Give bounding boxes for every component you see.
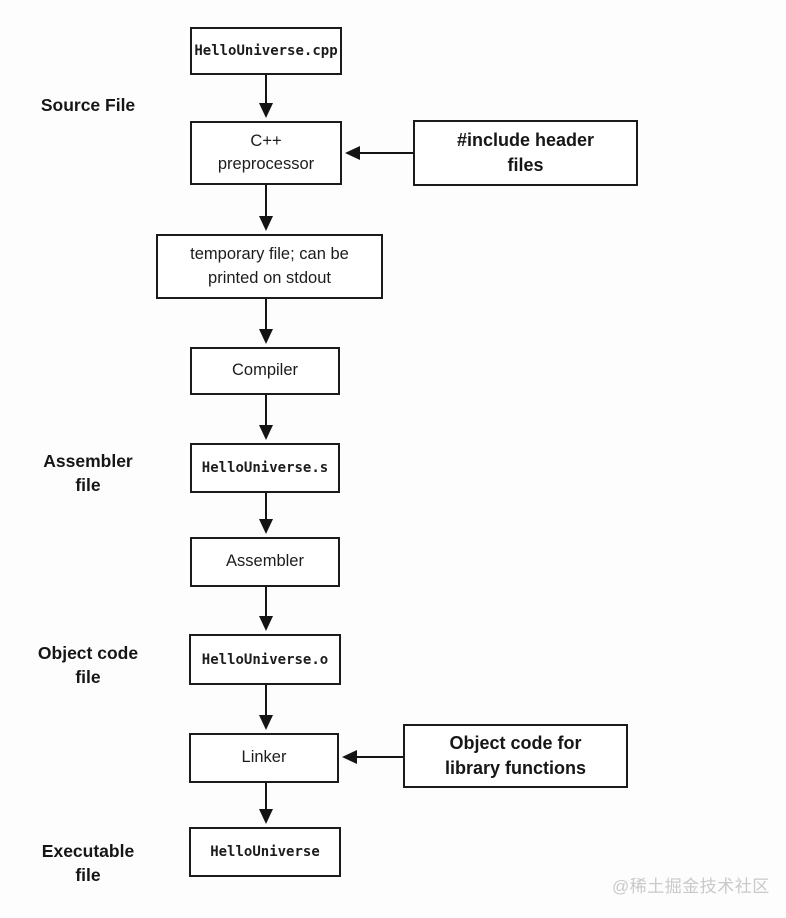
node-assembler-file-label: HelloUniverse.s [201, 460, 329, 476]
node-temp-file-line2: printed on stdout [208, 268, 331, 287]
node-temp-file-line1: temporary file; can be [190, 245, 349, 264]
label-assembler-file: Assembler file [8, 450, 168, 497]
label-object-code-line2: file [75, 666, 101, 687]
label-executable-line2: file [75, 864, 101, 885]
node-assembler-label: Assembler [226, 552, 304, 571]
node-object-file: HelloUniverse.o [189, 634, 341, 685]
node-source-file: HelloUniverse.cpp [190, 27, 342, 75]
node-object-library-line1: Object code for [449, 732, 582, 753]
label-object-code-file: Object code file [8, 642, 168, 689]
node-preprocessor-line1: C++ [250, 131, 282, 150]
node-linker-label: Linker [241, 748, 287, 767]
node-include-header: #include header files [413, 120, 638, 186]
label-assembler-file-line1: Assembler [43, 451, 133, 471]
node-linker: Linker [189, 733, 339, 783]
node-compiler-label: Compiler [231, 361, 299, 380]
node-compiler: Compiler [190, 347, 340, 395]
node-assembler: Assembler [190, 537, 340, 587]
label-source-file: Source File [8, 94, 168, 118]
node-executable-label: HelloUniverse [210, 844, 320, 860]
node-object-library: Object code for library functions [403, 724, 628, 788]
node-temp-file: temporary file; can be printed on stdout [156, 234, 383, 299]
node-source-file-label: HelloUniverse.cpp [194, 43, 338, 59]
node-preprocessor: C++ preprocessor [190, 121, 342, 185]
node-preprocessor-line2: preprocessor [217, 155, 315, 173]
watermark: @稀土掘金技术社区 [612, 877, 770, 896]
node-include-header-line1: #include header [456, 129, 595, 150]
node-object-library-line2: library functions [444, 758, 587, 778]
label-source-file-text: Source File [40, 95, 136, 115]
node-executable: HelloUniverse [189, 827, 341, 877]
node-assembler-file: HelloUniverse.s [190, 443, 340, 493]
label-object-code-line1: Object code [37, 643, 139, 663]
node-include-header-line2: files [507, 155, 544, 175]
label-assembler-file-line2: file [75, 474, 101, 495]
label-executable-file: Executable file [8, 840, 168, 887]
node-object-file-label: HelloUniverse.o [201, 651, 329, 668]
label-executable-line1: Executable [41, 841, 135, 861]
